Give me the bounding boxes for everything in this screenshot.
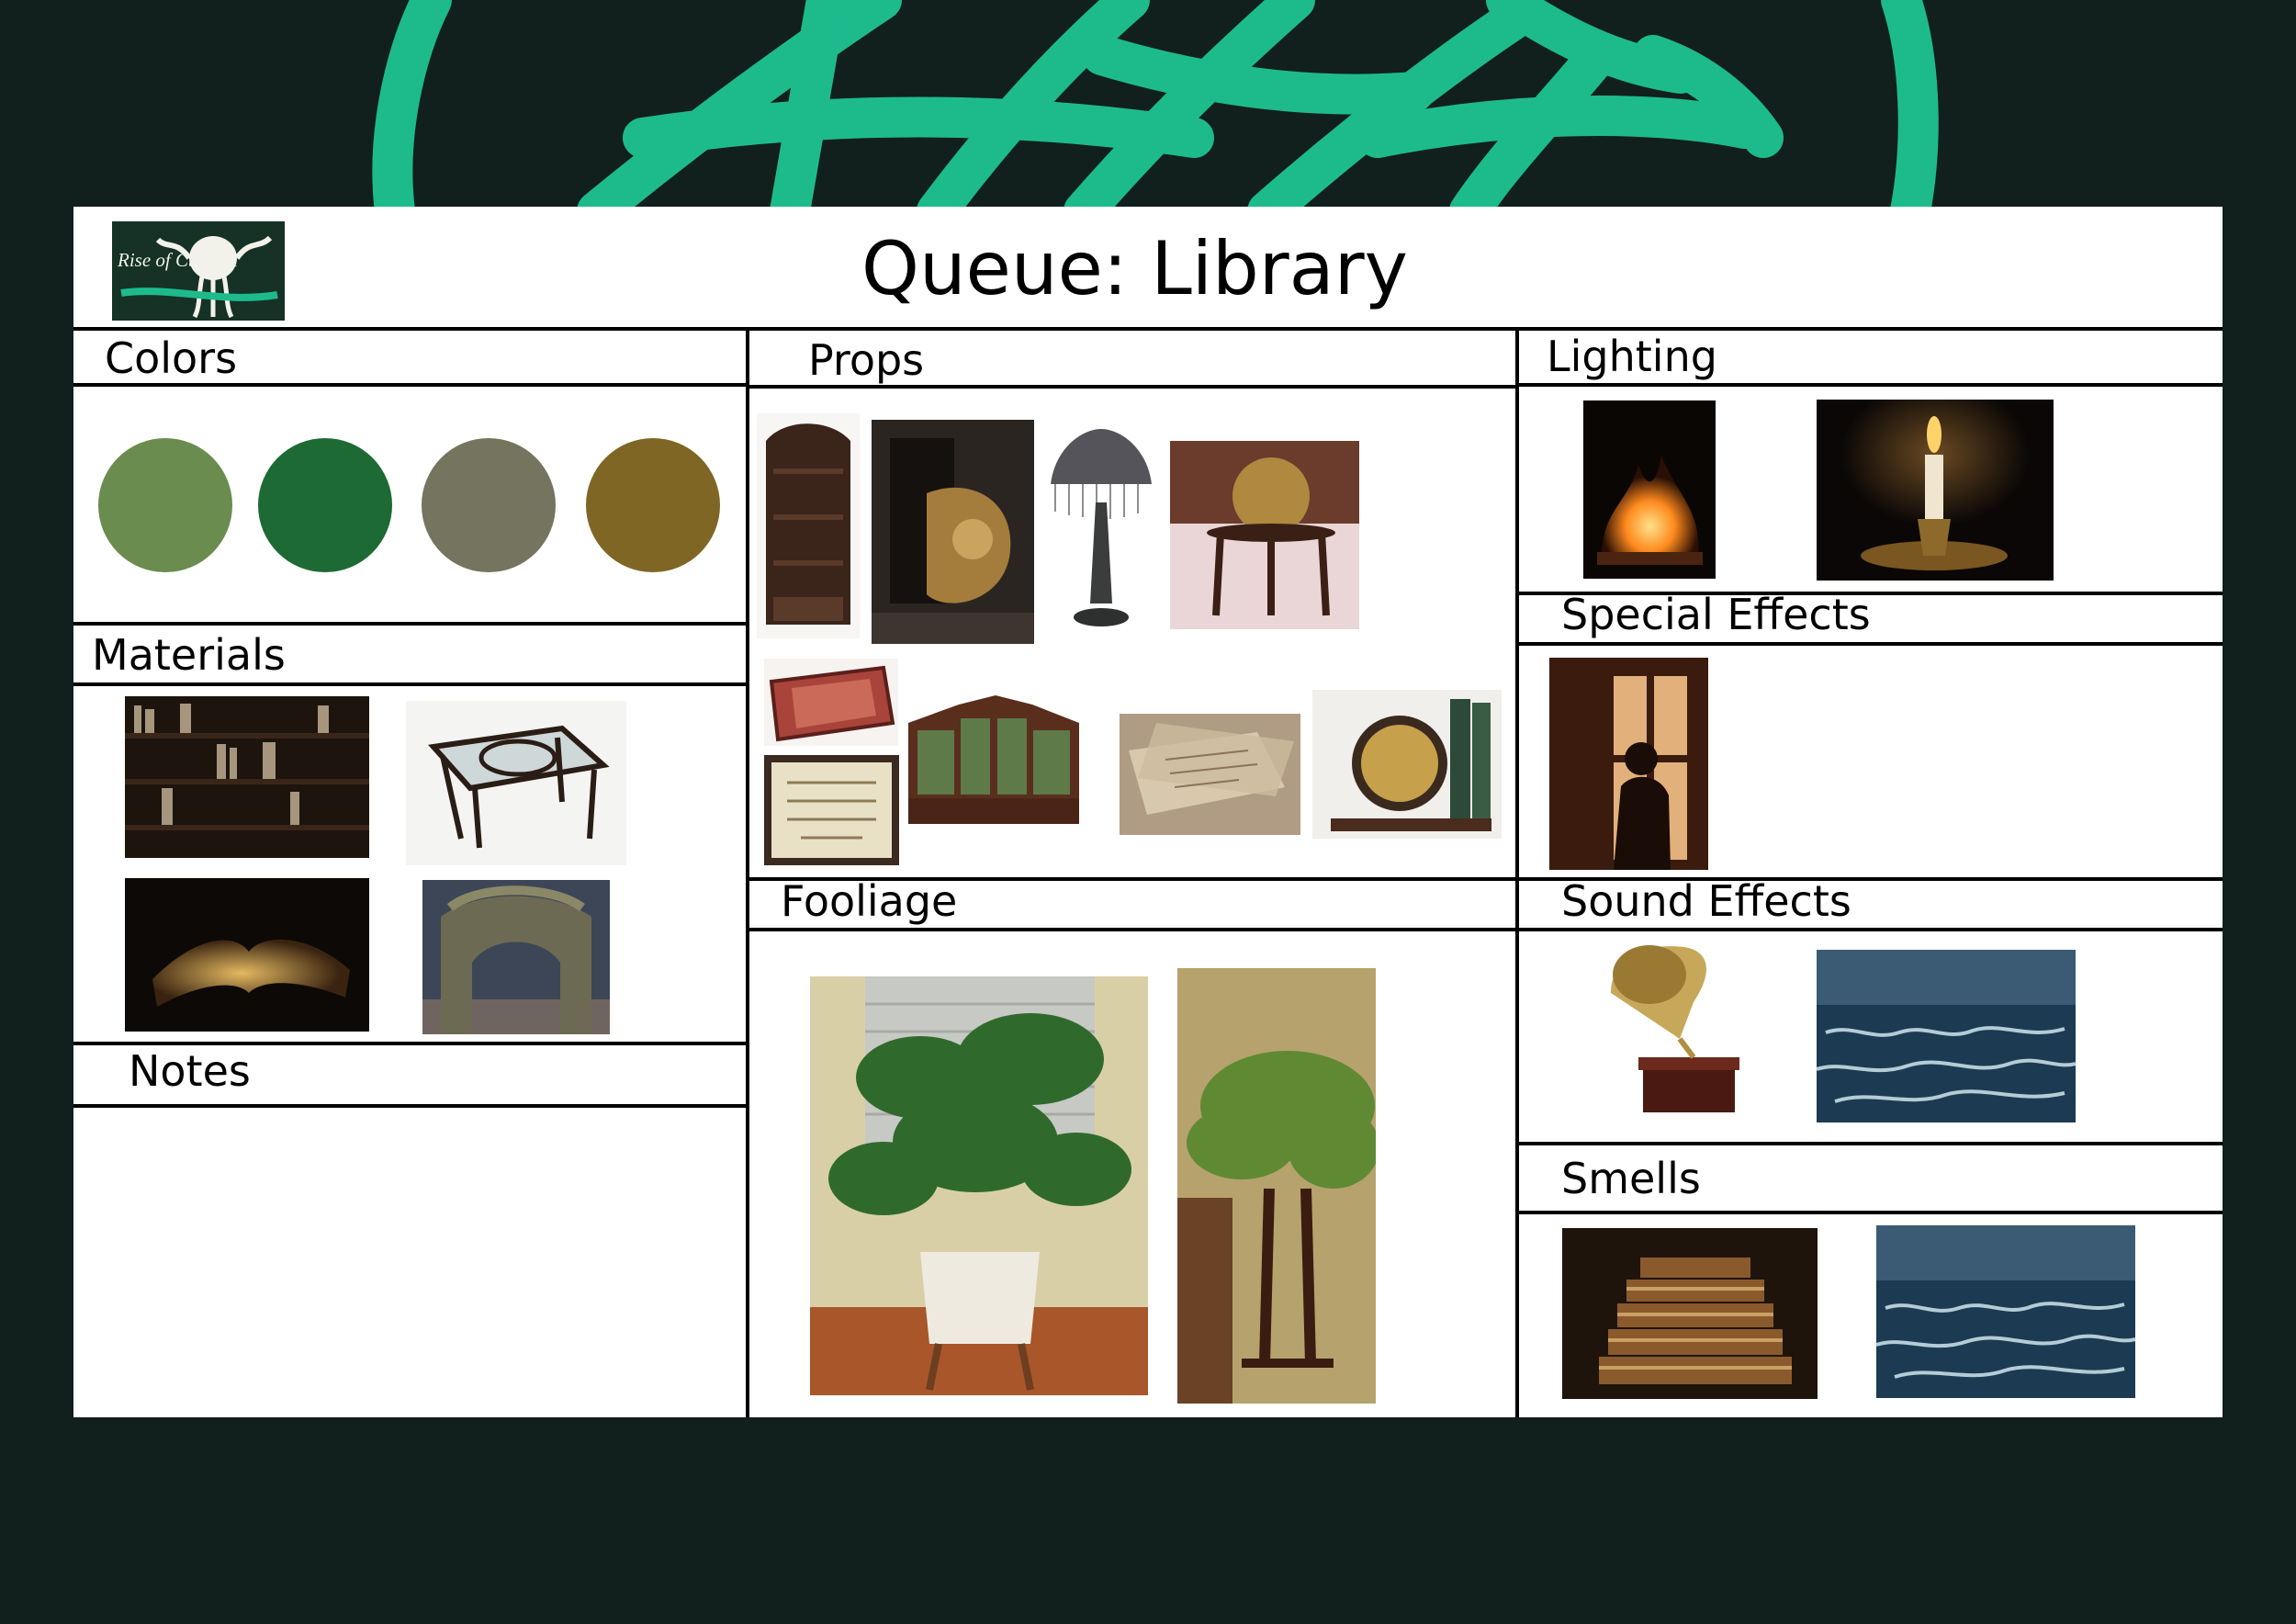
section-label-notes: Notes [129,1046,251,1096]
divider-col-1 [746,329,749,1417]
color-swatch-3 [422,438,556,572]
monstera-plant-image [810,976,1148,1395]
divider-notes [73,1104,748,1108]
logo: Rise of Cthulhu [112,221,285,321]
divider-sound-top [1517,877,2223,881]
window-silhouette-image [1549,658,1708,870]
stormy-sea-image-2 [1876,1225,2135,1398]
divider-header [73,327,2223,331]
section-label-materials: Materials [92,630,286,680]
divider-props [748,385,1517,389]
divider-materials-top [73,622,748,626]
divider-foliage-top [748,877,1517,881]
section-label-colors: Colors [105,333,238,383]
logo-artwork [112,221,285,321]
page-title: Queue: Library [861,226,1408,311]
section-label-props: Props [808,335,925,385]
section-label-special-effects: Special Effects [1561,590,1871,639]
divider-sound [1517,928,2223,931]
divider-sfx-top [1517,592,2223,595]
bookshelf-wall-image [125,696,369,858]
carved-wooden-shelf-image [757,413,860,638]
divider-smells-top [1517,1142,2223,1145]
background-sigil-art [372,0,1939,211]
green-bookcase-image [904,686,1084,827]
mood-board: Rise of Cthulhu Queue: Library Colors Ma… [73,207,2223,1417]
divider-lighting [1517,383,2223,387]
section-label-lighting: Lighting [1547,332,1717,381]
open-candlelit-book-image [125,878,369,1032]
gramophone-image [1593,938,1767,1131]
victorian-lamp-image [1037,420,1165,633]
color-swatch-1 [98,438,232,572]
section-label-sound-effects: Sound Effects [1561,876,1851,926]
color-swatch-4 [586,438,720,572]
divider-foliage [748,928,1517,931]
color-swatch-2 [258,438,392,572]
logo-text: Rise of Cthulhu [118,249,238,271]
divider-col-2 [1515,329,1519,1417]
persian-rug-image [764,659,898,746]
divider-colors [73,383,748,387]
old-books-stack-image [1562,1228,1818,1399]
campfire-image [1583,400,1716,579]
fern-on-stand-image [1177,968,1376,1404]
section-label-smells: Smells [1561,1154,1701,1203]
antique-globe-stand-image [1170,441,1359,629]
ornate-bookend-image [872,420,1034,644]
framed-certificate-image [764,755,899,865]
stormy-sea-image [1817,950,2076,1122]
divider-materials [73,682,748,686]
candle-holder-image [1817,400,2054,581]
divider-sfx [1517,642,2223,646]
section-label-foliage: Fooliage [781,876,958,926]
carved-stone-fireplace-image [422,880,610,1034]
glass-coffee-table-image [406,701,626,865]
divider-notes-top [73,1042,748,1045]
notes-area[interactable] [83,1111,740,1405]
globe-bookend-image [1312,690,1502,839]
divider-smells [1517,1211,2223,1214]
old-letters-image [1120,714,1300,835]
